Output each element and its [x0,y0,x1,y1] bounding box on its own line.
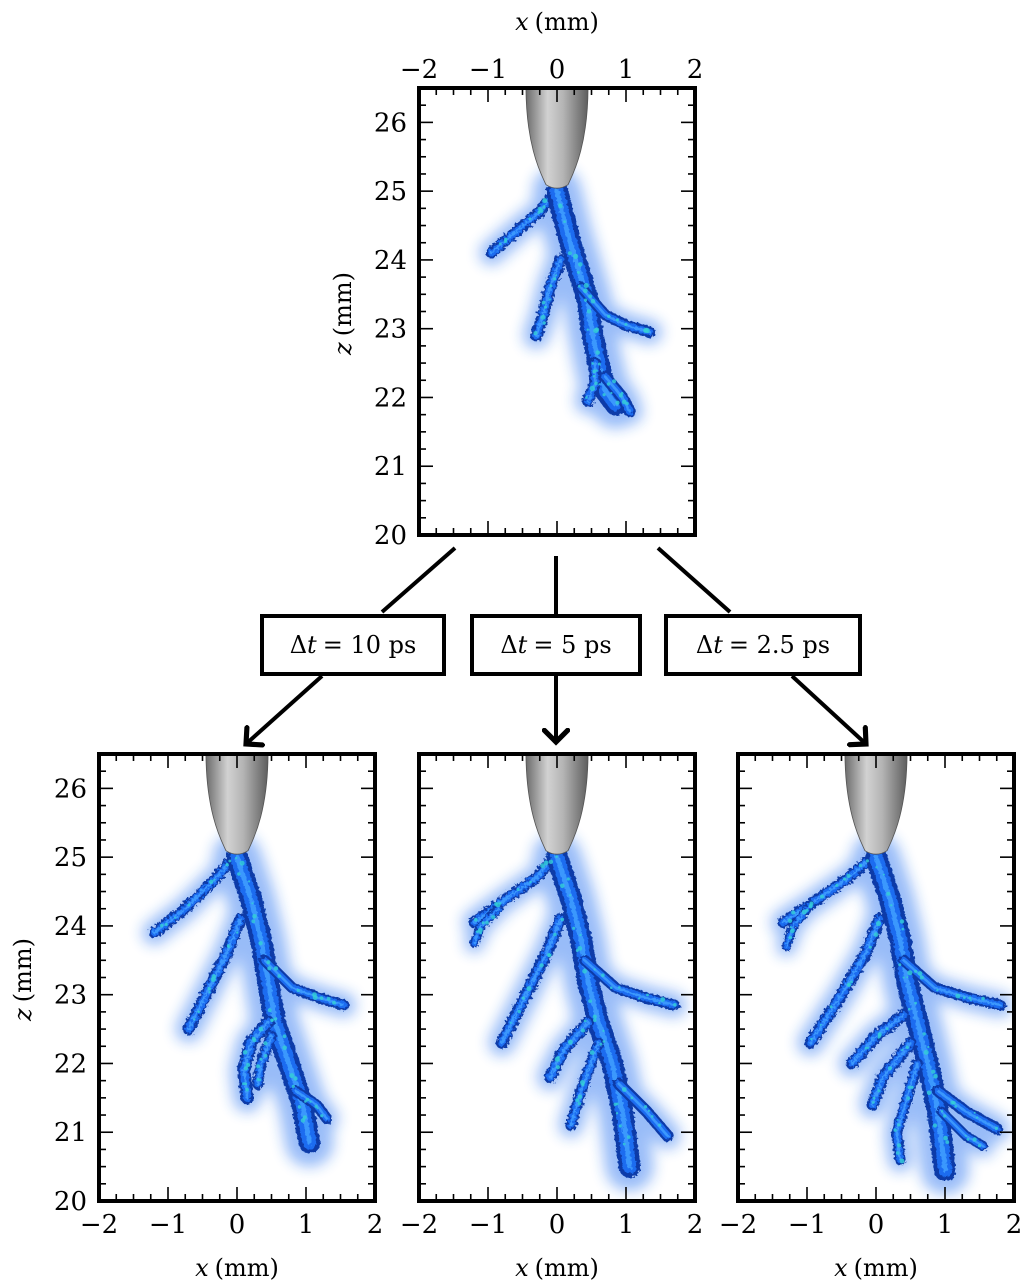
svg-text:Δt= 2.5 ps: Δt= 2.5 ps [696,631,830,659]
time-var: t [713,631,723,659]
axis-ticks [98,753,376,1202]
x-tick-label: 1 [937,1210,954,1240]
panel-image [419,754,695,1201]
x-tick-label: −2 [400,1210,438,1240]
z-tick-label: 25 [54,843,87,873]
x-tick-label: −1 [469,1210,507,1240]
z-tick-label: 26 [374,108,407,138]
x-tick-label: −2 [400,55,438,85]
delta-symbol: Δ [696,631,713,659]
z-axis-label: z(mm) [329,272,357,356]
x-axis-label: x(mm) [834,1254,918,1282]
time-var: t [518,631,528,659]
streamer-discharge [142,833,356,1167]
x-tick-label: −2 [719,1210,757,1240]
axis-ticks [737,753,1015,1202]
x-tick-label: 0 [549,1210,566,1240]
panel-top: 20 21 22 23 24 25 26 z(mm) −2 −1 0 1 2 x(mm) [329,8,703,551]
z-tick-label: 26 [54,774,87,804]
connector-arrows [246,546,866,744]
arrow-right-upper [656,546,732,614]
z-tick-label: 20 [54,1187,87,1217]
x-tick-label: 0 [229,1210,246,1240]
time-var: t [307,631,317,659]
streamer-discharge [479,167,663,429]
x-tick-label: 2 [687,1210,704,1240]
x-tick-label: −2 [80,1210,118,1240]
z-tick-label: 24 [374,246,407,276]
timestep-box-5ps: Δt= 5 ps [470,614,642,676]
svg-text:Δt= 10 ps: Δt= 10 ps [290,631,417,659]
z-tick-label: 23 [54,981,87,1011]
panel-image [99,754,375,1201]
delta-symbol: Δ [290,631,307,659]
arrow-right-lower [790,674,866,744]
x-axis-label: x(mm) [515,8,599,36]
needle-electrode-icon [525,754,589,855]
z-tick-label: 25 [374,177,407,207]
x-tick-label: −1 [469,55,507,85]
delta-symbol: Δ [500,631,517,659]
z-tick-label: 21 [54,1118,87,1148]
timestep-box-2-5ps: Δt= 2.5 ps [664,614,862,676]
x-axis-label: x(mm) [515,1254,599,1282]
panel-image [419,88,695,535]
timestep-box-10ps: Δt= 10 ps [260,614,446,676]
axis-ticks [418,87,696,536]
z-tick-label: 20 [374,521,407,551]
x-tick-label: 2 [1006,1210,1023,1240]
x-tick-label: 0 [868,1210,885,1240]
arrow-left-lower [246,674,324,744]
panel-2-5ps: −2 −1 0 1 2 x(mm) [719,752,1022,1282]
z-tick-label: 21 [374,452,407,482]
x-tick-label: 1 [618,55,635,85]
x-tick-label: −1 [788,1210,826,1240]
z-tick-label: 22 [54,1049,87,1079]
axis-ticks [418,753,696,1202]
streamer-discharge [462,833,687,1191]
streamer-discharge [770,833,1013,1195]
x-tick-label: 2 [687,55,704,85]
panel-5ps: −2 −1 0 1 2 x(mm) [400,752,703,1282]
panel-10ps: 20 21 22 23 24 25 26 z(mm) −2 −1 0 1 2 x(mm) [9,752,383,1282]
needle-electrode-icon [844,754,908,855]
needle-electrode-icon [525,88,589,189]
z-tick-label: 22 [374,383,407,413]
panel-image [738,754,1014,1201]
svg-text:Δt= 5 ps: Δt= 5 ps [500,631,611,659]
x-tick-label: −1 [149,1210,187,1240]
z-tick-label: 23 [374,315,407,345]
z-tick-label: 24 [54,912,87,942]
timestep-value: = 5 ps [533,631,611,659]
timestep-value: = 2.5 ps [729,631,830,659]
z-axis-label: z(mm) [9,938,37,1022]
x-tick-label: 1 [618,1210,635,1240]
x-axis-label: x(mm) [195,1254,279,1282]
timestep-value: = 10 ps [323,631,417,659]
x-tick-label: 1 [298,1210,315,1240]
x-tick-label: 0 [549,55,566,85]
arrow-left-upper [380,546,457,614]
x-tick-label: 2 [367,1210,384,1240]
needle-electrode-icon [205,754,269,855]
